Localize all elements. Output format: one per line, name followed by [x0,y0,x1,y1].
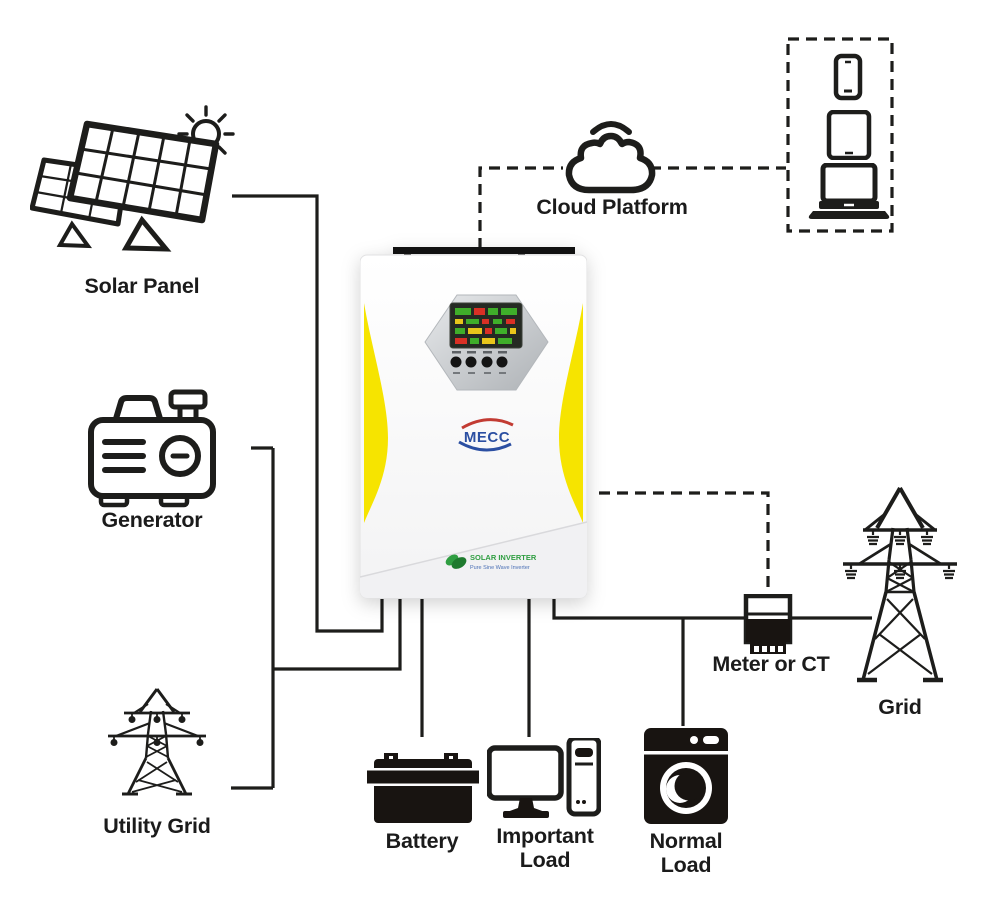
meter-icon [743,594,793,654]
solar-panel-icon [30,105,235,252]
utility-grid-label: Utility Grid [103,814,211,838]
generator-icon [88,389,216,508]
yellow-accent-right [559,303,583,523]
grid-icon [843,487,957,683]
solar-panel-front [66,120,220,252]
normal-load-label: Normal Load [649,829,723,878]
meter-label: Meter or CT [712,652,830,676]
important-load-icon [487,738,601,818]
product-label: SOLAR INVERTER Pure Sine Wave Inverter [445,553,537,571]
important-load-label: Important Load [496,824,594,873]
product-subtitle: Pure Sine Wave Inverter [470,565,530,571]
grid-label: Grid [878,695,922,719]
cloud-outline [565,132,656,194]
wire-inverter-to-meter-dashed [599,491,770,593]
normal-load-icon [644,728,728,824]
utility-grid-icon [108,688,206,796]
desktop-tower [566,738,601,817]
inverter: MECC SOLAR INVERTER Pure Sine Wave Inver… [360,245,587,600]
monitoring-devices-box [786,37,894,233]
battery-icon [367,753,479,823]
laptop-icon [808,163,890,219]
monitor [487,745,564,818]
generator-label: Generator [101,508,203,532]
wire-inverter-to-cloud-dashed [478,166,563,249]
brand-logo: MECC [458,418,514,452]
inverter-body: MECC SOLAR INVERTER Pure Sine Wave Inver… [360,247,587,599]
wire-inverter-to-grid [552,599,872,620]
yellow-accent-left [364,303,388,523]
logo-red-swoosh [461,418,514,430]
brand-logo-text: MECC [464,429,510,446]
lower-cover [360,522,587,598]
solar-panel-label: Solar Panel [84,274,200,298]
panel-buttons[interactable] [450,351,508,374]
wire-solar-to-inverter [232,194,384,633]
product-title: SOLAR INVERTER [470,553,537,562]
smartphone-icon [833,53,863,101]
logo-blue-swoosh [458,440,512,452]
tablet-icon [826,110,872,160]
cloud-platform-icon [565,121,656,194]
lcd-display [449,302,523,349]
wire-bus-to-inverter [273,599,402,671]
battery-label: Battery [385,829,459,853]
cloud-platform-label: Cloud Platform [536,195,688,219]
